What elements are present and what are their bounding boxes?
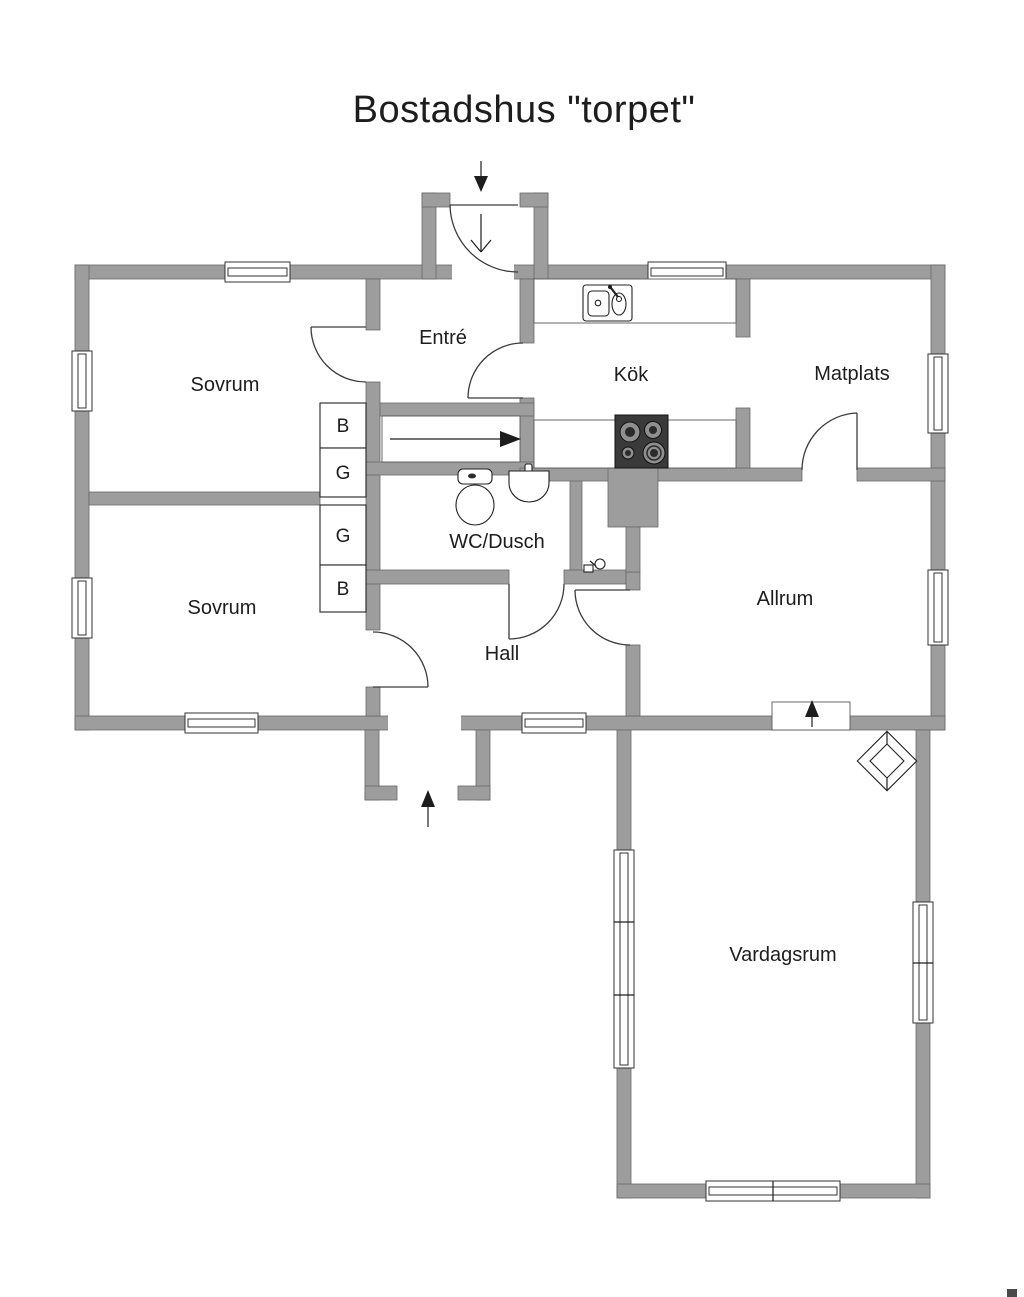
door-swing-icon xyxy=(310,326,367,383)
door-swing-icon xyxy=(372,631,429,688)
closets: B G G B xyxy=(319,402,367,613)
closet-box xyxy=(319,447,367,498)
water-tap-icon xyxy=(583,558,606,573)
doors xyxy=(310,204,858,688)
door-swing-icon xyxy=(449,204,519,273)
closet-box xyxy=(319,504,367,566)
top-entrance-arrow-icon xyxy=(474,161,488,192)
window xyxy=(224,261,291,283)
room-label-matplats: Matplats xyxy=(814,363,890,385)
page-title: Bostadshus "torpet" xyxy=(353,89,696,131)
chimney xyxy=(607,467,659,573)
door-swing-icon xyxy=(508,583,565,640)
window xyxy=(927,353,949,434)
window xyxy=(613,849,635,1069)
passage-step xyxy=(771,700,851,731)
toilet-icon xyxy=(455,468,495,526)
porch-inner-arrow-icon xyxy=(470,214,492,253)
staircase xyxy=(381,415,521,463)
fireplace-icon xyxy=(856,730,918,792)
passage-arrow-icon xyxy=(805,700,819,717)
room-label-sovrum2: Sovrum xyxy=(188,597,257,619)
stove-icon xyxy=(614,414,669,469)
stairs-direction-arrow-icon xyxy=(500,431,521,447)
closet-label-b2: B xyxy=(337,579,350,600)
walls xyxy=(74,192,946,1199)
window xyxy=(521,712,587,734)
windows xyxy=(71,261,949,1202)
kitchen-counters xyxy=(533,278,737,469)
wall-openings xyxy=(388,264,514,731)
window xyxy=(71,577,93,639)
window xyxy=(647,261,727,283)
window xyxy=(184,712,259,734)
window xyxy=(927,569,949,646)
closet-label-g1: G xyxy=(336,463,351,484)
door-swing-icon xyxy=(801,412,858,471)
door-swing-icon xyxy=(467,342,524,399)
kitchen-sink-icon xyxy=(582,284,633,322)
closet-box xyxy=(319,564,367,613)
room-label-entre: Entré xyxy=(419,327,467,349)
room-label-kok: Kök xyxy=(614,364,649,386)
room-label-wc-dusch: WC/Dusch xyxy=(449,531,545,553)
closet-label-g2: G xyxy=(336,526,351,547)
door-swing-icon xyxy=(574,589,631,646)
room-label-vardagsrum: Vardagsrum xyxy=(729,944,836,966)
watermark-fragment xyxy=(1007,1289,1017,1297)
closet-label-b1: B xyxy=(337,416,350,437)
room-labels: Sovrum Entré Kök Matplats Sovrum WC/Dusc… xyxy=(188,327,890,966)
room-label-hall: Hall xyxy=(485,643,519,665)
bottom-entrance-arrow-icon xyxy=(421,790,435,827)
window xyxy=(705,1180,841,1202)
window xyxy=(912,901,934,1024)
room-label-sovrum1: Sovrum xyxy=(191,374,260,396)
window xyxy=(71,350,93,412)
closet-box xyxy=(319,402,367,449)
washbasin-icon xyxy=(508,463,550,503)
room-label-allrum: Allrum xyxy=(757,588,814,610)
